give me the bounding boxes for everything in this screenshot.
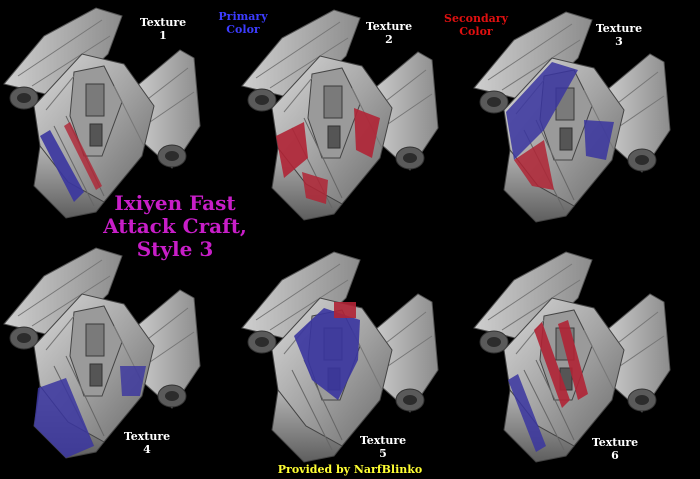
ship-title: Ixiyen Fast Attack Craft, Style 3 [103, 191, 247, 261]
label-texture-4: Texture 4 [123, 430, 171, 456]
ship-texture-1 [3, 7, 201, 219]
label-texture-1: Texture 1 [139, 16, 187, 42]
label-texture-6: Texture 6 [591, 436, 639, 462]
ship-texture-6 [473, 251, 671, 463]
ship-texture-5 [241, 251, 439, 463]
ship-texture-2 [241, 9, 439, 221]
label-primary-color: Primary Color [218, 10, 268, 36]
credit-text: Provided by NarfBlinko [277, 463, 423, 476]
label-secondary-color: Secondary Color [444, 12, 508, 38]
label-texture-2: Texture 2 [365, 20, 413, 46]
ship-texture-3 [473, 11, 671, 223]
ship-texture-4 [3, 247, 201, 459]
label-texture-5: Texture 5 [359, 434, 407, 460]
label-texture-3: Texture 3 [595, 22, 643, 48]
